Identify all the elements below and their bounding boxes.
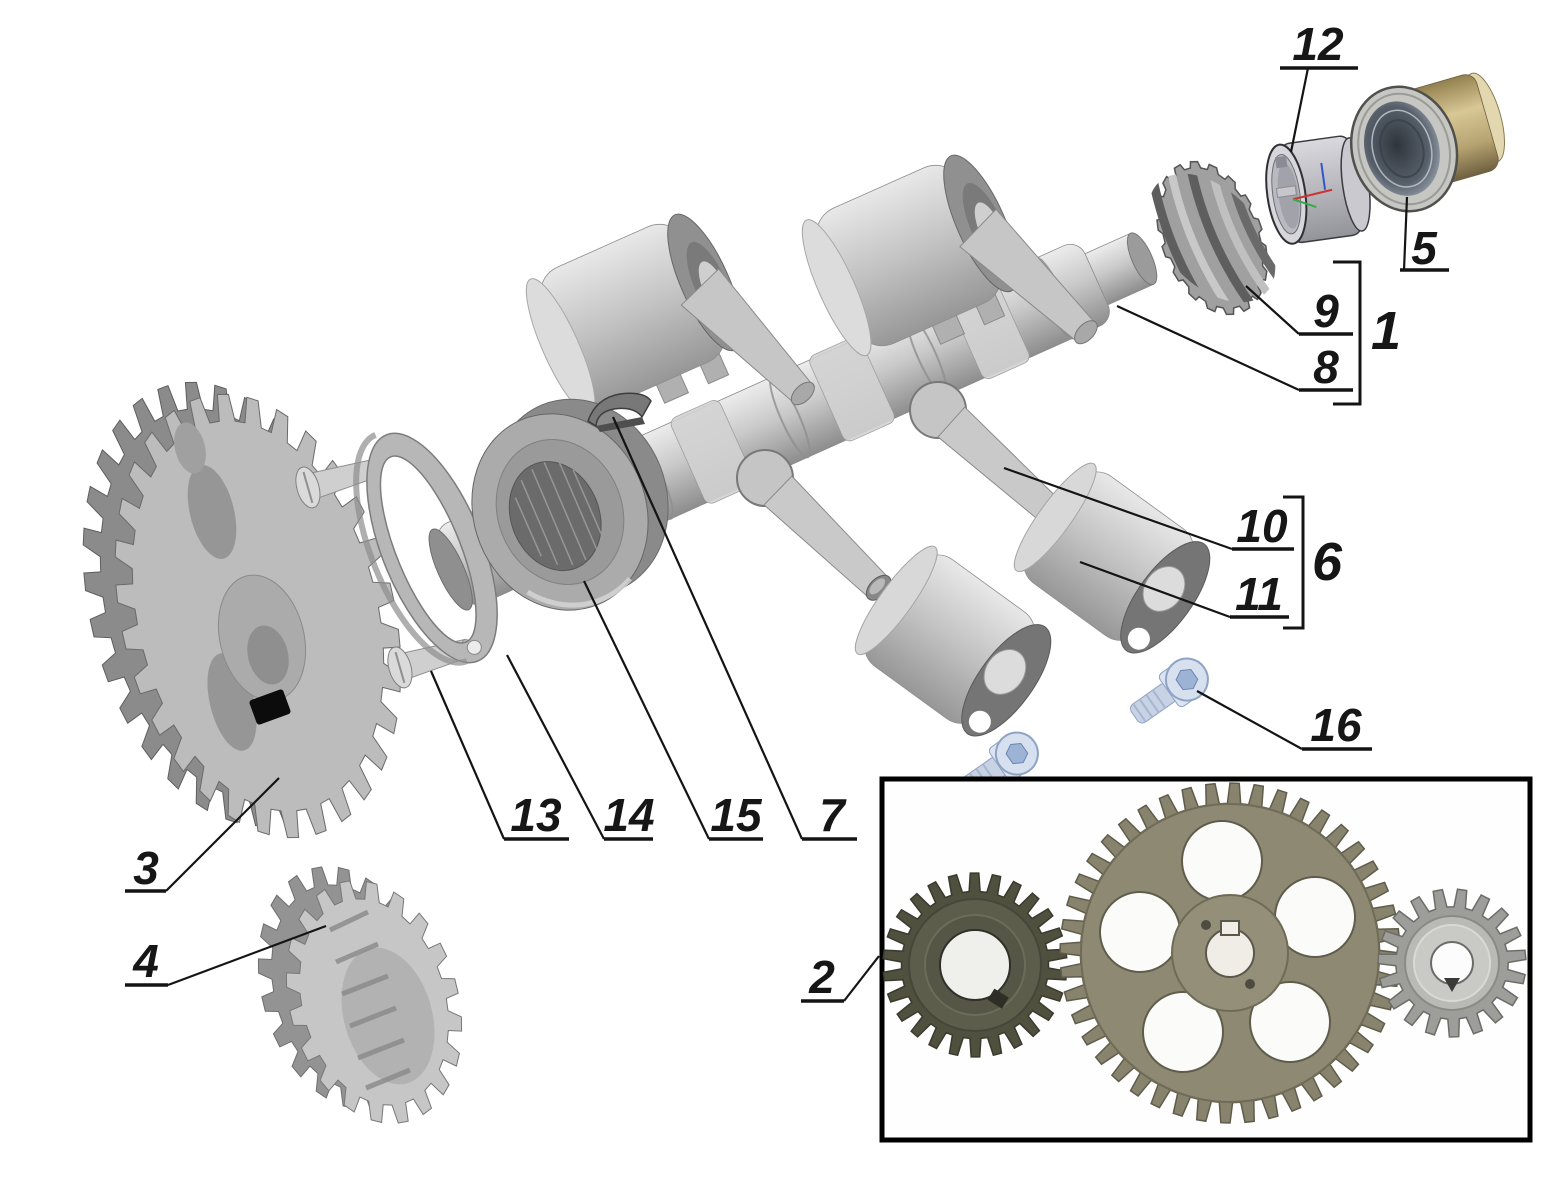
svg-text:10: 10: [1236, 500, 1288, 552]
spiral-drive-gear: [1147, 156, 1285, 326]
cad-axis-x: [1292, 188, 1333, 201]
callout-15: 15: [709, 789, 763, 841]
callout-7: 7: [802, 789, 857, 841]
callout-10: 10: [1232, 500, 1294, 552]
leader-7: [611, 416, 804, 840]
counterweight-rod-1: [680, 268, 815, 406]
woodruff-key: [587, 392, 652, 432]
leader-12: [1289, 67, 1310, 153]
callout-16: 16: [1302, 699, 1372, 751]
svg-text:5: 5: [1411, 222, 1438, 274]
counterweight-assembly-2: [801, 154, 1019, 357]
shaft-key-black: [249, 689, 291, 725]
socket-screw-2: [1130, 657, 1209, 724]
inset-gear-train-box: [879, 776, 1533, 1143]
bushing-cad: [1265, 135, 1371, 245]
rod-1: [736, 449, 892, 601]
counterweight-1: [854, 545, 1052, 737]
inset-gear-center: [1059, 782, 1401, 1124]
leader-2: [843, 955, 880, 1002]
callout-1: 1: [1371, 301, 1401, 361]
svg-text:16: 16: [1310, 699, 1362, 751]
callout-labels: 12 5 9 8 1 10 11 6 16: [125, 18, 1449, 1003]
leader-10: [1003, 466, 1233, 551]
leader-lines: [165, 67, 1409, 1002]
callout-14: 14: [603, 789, 654, 841]
leader-14: [506, 654, 605, 840]
cad-axis-y: [1292, 198, 1317, 209]
callout-3: 3: [125, 842, 166, 894]
leader-3: [165, 777, 280, 892]
callout-4: 4: [125, 935, 168, 987]
svg-text:6: 6: [1312, 532, 1343, 592]
flanged-bushing-photo: [1349, 72, 1506, 213]
leader-9: [1245, 285, 1300, 335]
svg-text:8: 8: [1313, 341, 1339, 393]
leader-8: [1116, 305, 1300, 391]
leader-5: [1402, 196, 1409, 271]
callout-2: 2: [801, 951, 844, 1003]
svg-text:9: 9: [1313, 285, 1339, 337]
callout-11: 11: [1230, 568, 1289, 620]
counterweight-rod-2: [959, 208, 1098, 345]
cad-axis-z: [1320, 162, 1327, 190]
callout-5: 5: [1400, 222, 1449, 274]
svg-text:7: 7: [819, 789, 847, 841]
svg-text:12: 12: [1292, 18, 1344, 70]
counterweight-2: [1013, 462, 1211, 654]
leader-11: [1079, 560, 1231, 619]
leader-4: [167, 924, 327, 987]
leader-13: [429, 670, 506, 840]
gasket-plate: [353, 432, 498, 666]
callout-6: 6: [1312, 532, 1343, 592]
inset-gear-right: [1377, 888, 1527, 1038]
svg-text:15: 15: [710, 789, 763, 841]
large-drive-gear: [82, 381, 402, 839]
callout-9: 9: [1299, 285, 1353, 337]
small-helical-gear: [257, 866, 463, 1124]
svg-text:4: 4: [132, 935, 159, 987]
svg-text:14: 14: [603, 789, 654, 841]
callout-13: 13: [504, 789, 569, 841]
bracket-group-1: [1333, 260, 1362, 406]
svg-text:13: 13: [510, 789, 562, 841]
svg-text:11: 11: [1235, 568, 1283, 620]
svg-text:3: 3: [133, 842, 159, 894]
leader-16: [1196, 690, 1303, 750]
leader-15: [583, 580, 710, 840]
bearing-housing: [471, 398, 669, 611]
inset-gear-left: [882, 872, 1068, 1058]
svg-text:1: 1: [1371, 301, 1401, 361]
callout-12: 12: [1280, 18, 1358, 70]
callout-8: 8: [1299, 341, 1353, 393]
svg-text:2: 2: [808, 951, 835, 1003]
bracket-group-6: [1283, 495, 1305, 630]
